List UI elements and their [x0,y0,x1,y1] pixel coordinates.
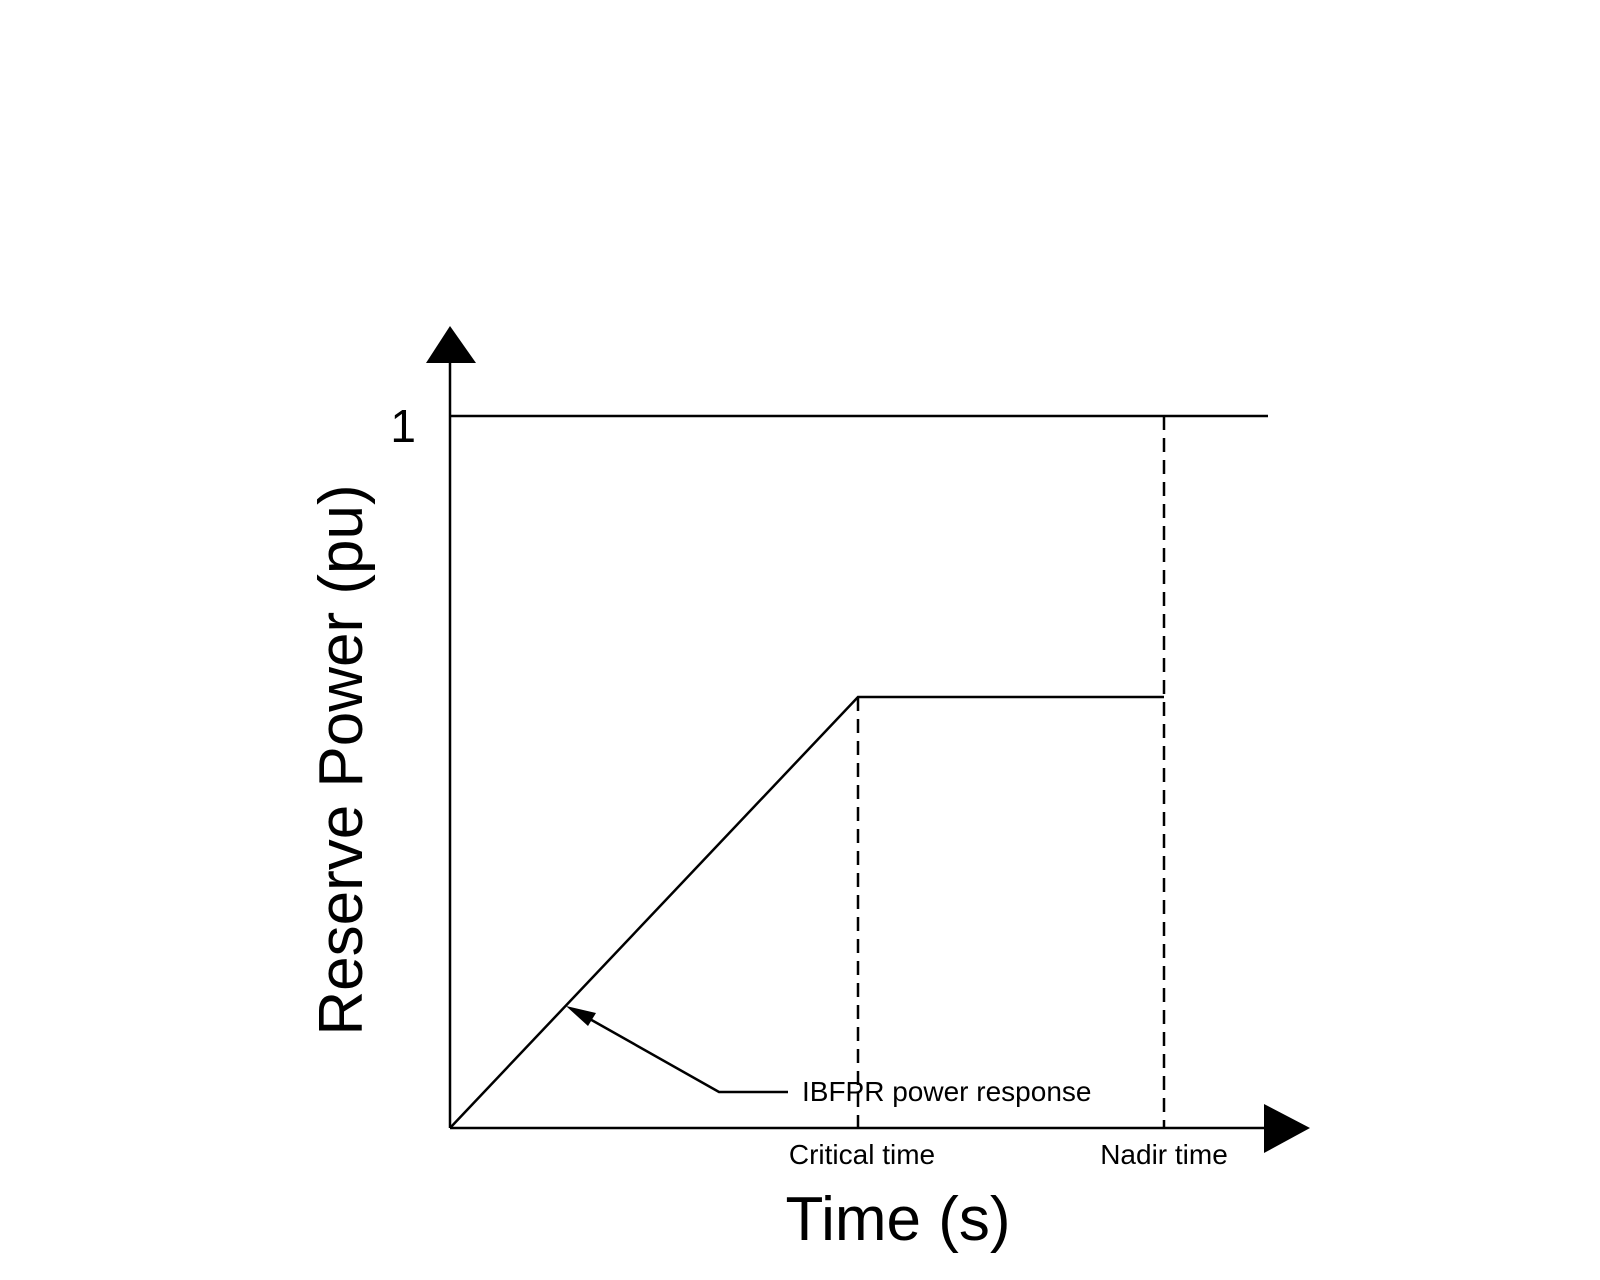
x-axis-arrowhead [1264,1104,1310,1153]
ibfpr-response-label: IBFPR power response [802,1076,1091,1107]
annotation-arrowhead [566,1006,596,1026]
ibfpr-response-curve [449,695,1164,1129]
nadir-time-label: Nadir time [1100,1139,1228,1170]
critical-time-label: Critical time [789,1139,935,1170]
y-axis-title: Reserve Power (pu) [307,484,376,1035]
x-axis-title: Time (s) [786,1185,1011,1254]
y-tick-1: 1 [390,400,416,452]
y-axis-arrowhead [426,326,476,363]
annotation-leader-line [587,1016,788,1094]
